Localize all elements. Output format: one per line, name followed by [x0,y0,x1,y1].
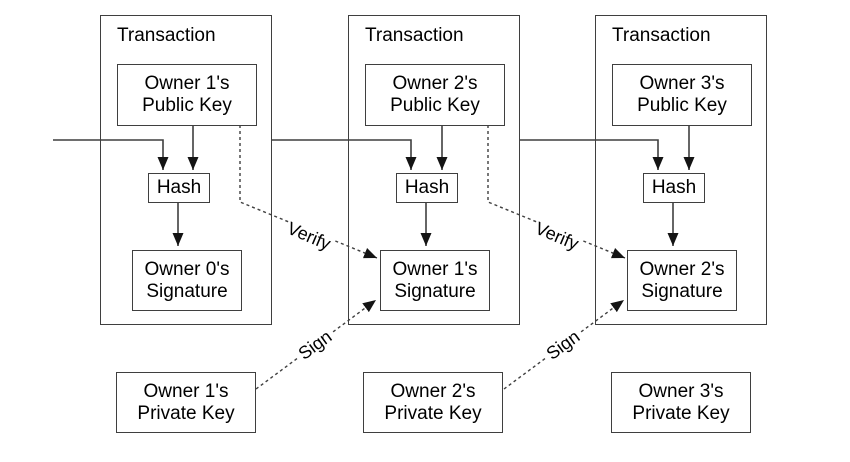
signature-box-1: Owner 0's Signature [132,250,242,311]
private-key-box-1: Owner 1's Private Key [116,372,256,433]
chain-line-into-hash-3 [519,139,664,170]
transaction-box-1: Transaction Owner 1's Public Key Hash Ow… [100,15,272,325]
private-key-box-2: Owner 2's Private Key [363,372,503,433]
transaction-title-3: Transaction [612,25,711,46]
signature-box-2: Owner 1's Signature [380,250,490,311]
private-key-box-3: Owner 3's Private Key [611,372,751,433]
public-key-box-3: Owner 3's Public Key [612,64,752,126]
transaction-box-3: Transaction Owner 3's Public Key Hash Ow… [595,15,767,325]
transaction-box-2: Transaction Owner 2's Public Key Hash Ow… [348,15,520,325]
transaction-title-2: Transaction [365,25,464,46]
chain-line-into-hash-1 [53,139,169,170]
transaction-title-1: Transaction [117,25,216,46]
public-key-box-2: Owner 2's Public Key [365,64,505,126]
hash-box-1: Hash [148,173,210,203]
hash-box-3: Hash [643,173,705,203]
hash-box-2: Hash [396,173,458,203]
chain-line-into-hash-2 [272,139,417,170]
signature-box-3: Owner 2's Signature [627,250,737,311]
public-key-box-1: Owner 1's Public Key [117,64,257,126]
